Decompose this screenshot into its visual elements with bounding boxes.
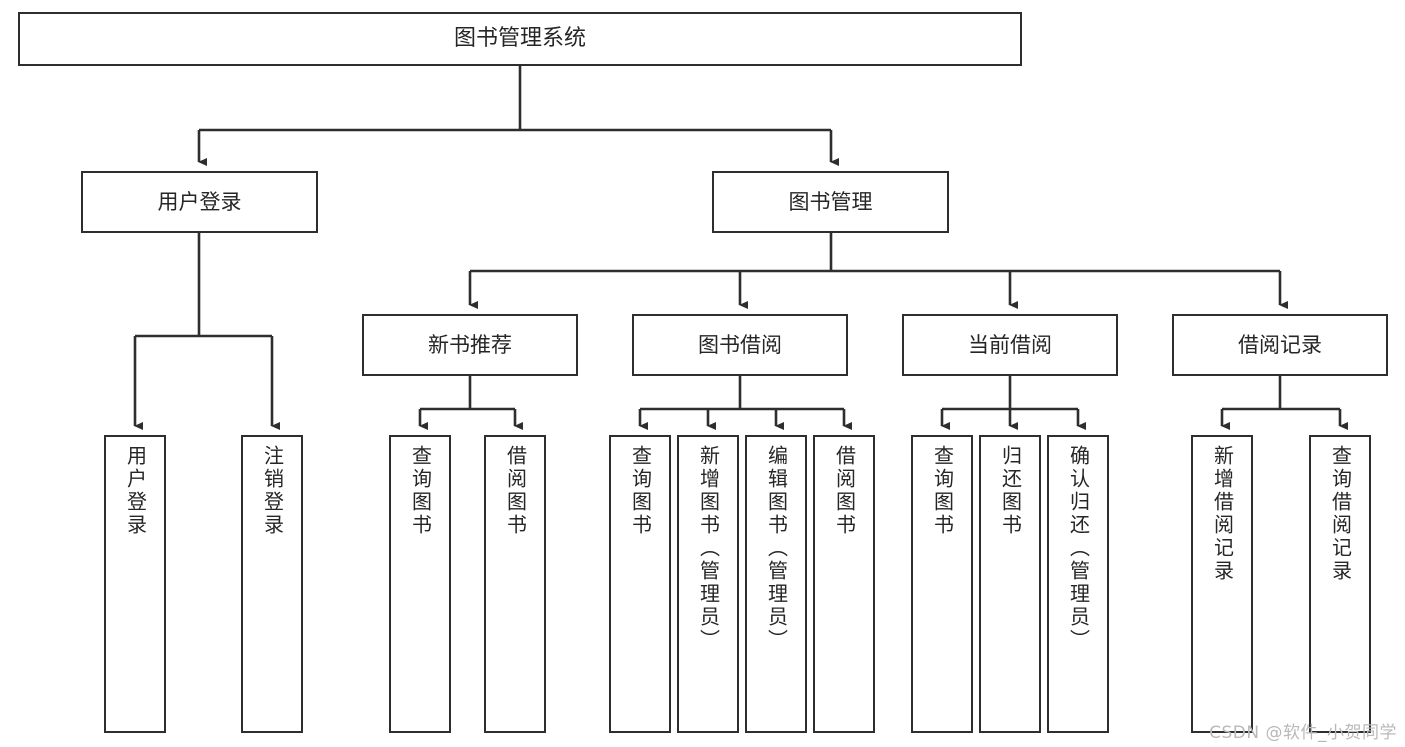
node-label: 新增借阅记录	[1210, 445, 1235, 583]
node-borrow-record[interactable]: 借阅记录	[1172, 314, 1388, 376]
leaf-current-borrow-query-books[interactable]: 查询图书	[911, 435, 973, 733]
leaf-user-login-login[interactable]: 用户登录	[104, 435, 166, 733]
node-book-borrow[interactable]: 图书借阅	[632, 314, 848, 376]
node-label: 借阅记录	[1238, 332, 1322, 357]
leaf-new-book-query-books[interactable]: 查询图书	[389, 435, 451, 733]
leaf-new-book-borrow-books[interactable]: 借阅图书	[484, 435, 546, 733]
node-label: 编辑图书（管理员）	[764, 445, 789, 652]
node-book-management[interactable]: 图书管理	[712, 171, 949, 233]
node-label: 借阅图书	[832, 445, 857, 537]
leaf-book-borrow-edit-book-admin[interactable]: 编辑图书（管理员）	[745, 435, 807, 733]
node-label: 归还图书	[998, 445, 1023, 537]
node-user-login[interactable]: 用户登录	[81, 171, 318, 233]
leaf-book-borrow-query-books[interactable]: 查询图书	[609, 435, 671, 733]
node-label: 查询借阅记录	[1328, 445, 1353, 583]
leaf-book-borrow-borrow-books[interactable]: 借阅图书	[813, 435, 875, 733]
leaf-current-borrow-return-books[interactable]: 归还图书	[979, 435, 1041, 733]
node-label: 当前借阅	[968, 332, 1052, 357]
node-label: 借阅图书	[503, 445, 528, 537]
node-label: 用户登录	[123, 445, 148, 537]
node-current-borrow[interactable]: 当前借阅	[902, 314, 1118, 376]
node-label: 新书推荐	[428, 332, 512, 357]
leaf-borrow-record-query-record[interactable]: 查询借阅记录	[1309, 435, 1371, 733]
leaf-book-borrow-add-book-admin[interactable]: 新增图书（管理员）	[677, 435, 739, 733]
node-label: 新增图书（管理员）	[696, 445, 721, 652]
node-label: 图书借阅	[698, 332, 782, 357]
node-label: 图书管理系统	[453, 26, 586, 52]
node-root-book-management-system[interactable]: 图书管理系统	[18, 12, 1022, 66]
leaf-current-borrow-confirm-return-admin[interactable]: 确认归还（管理员）	[1047, 435, 1109, 733]
leaf-user-login-logout[interactable]: 注销登录	[241, 435, 303, 733]
node-label: 确认归还（管理员）	[1066, 445, 1091, 652]
node-label: 查询图书	[930, 445, 955, 537]
node-label: 查询图书	[408, 445, 433, 537]
node-label: 查询图书	[628, 445, 653, 537]
node-label: 注销登录	[260, 445, 285, 537]
node-label: 用户登录	[157, 189, 242, 214]
leaf-borrow-record-add-record[interactable]: 新增借阅记录	[1191, 435, 1253, 733]
watermark-text: CSDN @软件_小贺同学	[1209, 723, 1397, 743]
node-new-book-recommend[interactable]: 新书推荐	[362, 314, 578, 376]
node-label: 图书管理	[788, 189, 873, 214]
